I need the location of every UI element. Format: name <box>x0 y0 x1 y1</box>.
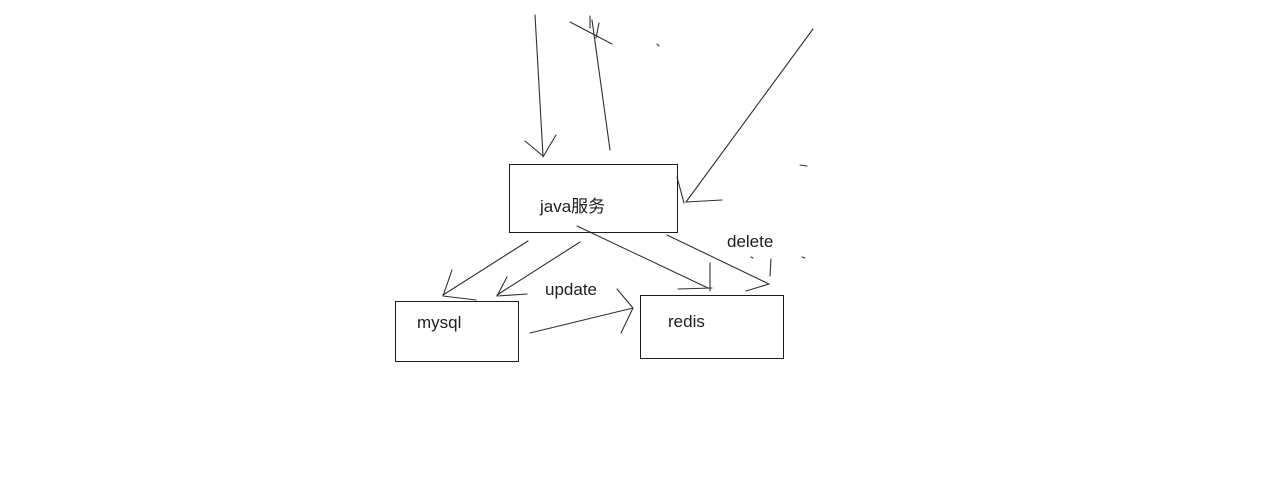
stroke-segment <box>542 134 557 158</box>
arrow-incoming-right <box>676 28 814 204</box>
node-java-service-label: java服务 <box>540 197 606 216</box>
stroke-segment <box>524 140 544 157</box>
stroke-segment <box>591 19 611 151</box>
stroke-segment <box>620 307 634 334</box>
arrow-incoming-top <box>524 14 557 158</box>
stroke-segment <box>685 28 814 203</box>
stroke-segment <box>442 269 453 297</box>
stroke-segment <box>666 234 770 285</box>
stroke-incoming-top-slanted <box>569 15 613 151</box>
scratch-marks <box>656 43 808 259</box>
node-redis-label: redis <box>668 312 705 331</box>
stroke-segment <box>595 22 600 39</box>
edge-label-update: update <box>545 280 597 299</box>
stroke-segment <box>569 21 613 45</box>
arrow-java-to-redis-1 <box>576 225 713 292</box>
stroke-segment <box>496 241 581 296</box>
arrow-java-to-mysql-1 <box>442 240 529 301</box>
node-mysql-label: mysql <box>417 313 462 332</box>
stroke-segment <box>745 283 770 292</box>
stroke-segment <box>529 307 634 334</box>
stroke-segment <box>677 287 713 290</box>
stroke-segment <box>442 240 529 296</box>
stroke-segment <box>676 176 685 204</box>
dash-mark <box>799 164 808 167</box>
stroke-segment <box>769 258 772 277</box>
stroke-segment <box>616 288 634 309</box>
node-mysql: mysql <box>395 301 519 362</box>
arrow-java-to-mysql-2 <box>496 241 581 297</box>
stroke-segment <box>685 199 723 203</box>
stroke-segment <box>496 293 528 297</box>
stroke-segment <box>534 14 544 157</box>
node-redis: redis <box>640 295 784 359</box>
dot-mark <box>656 43 660 47</box>
stroke-segment <box>442 295 477 301</box>
node-java-service: java服务 <box>509 164 678 233</box>
stroke-segment <box>496 276 508 297</box>
dot-mark <box>801 256 806 259</box>
dot-mark <box>750 256 754 259</box>
stroke-segment <box>576 225 709 289</box>
arrow-mysql-to-redis-update <box>529 288 634 334</box>
arrow-java-to-redis-delete <box>666 234 772 292</box>
edge-label-delete: delete <box>727 232 774 251</box>
